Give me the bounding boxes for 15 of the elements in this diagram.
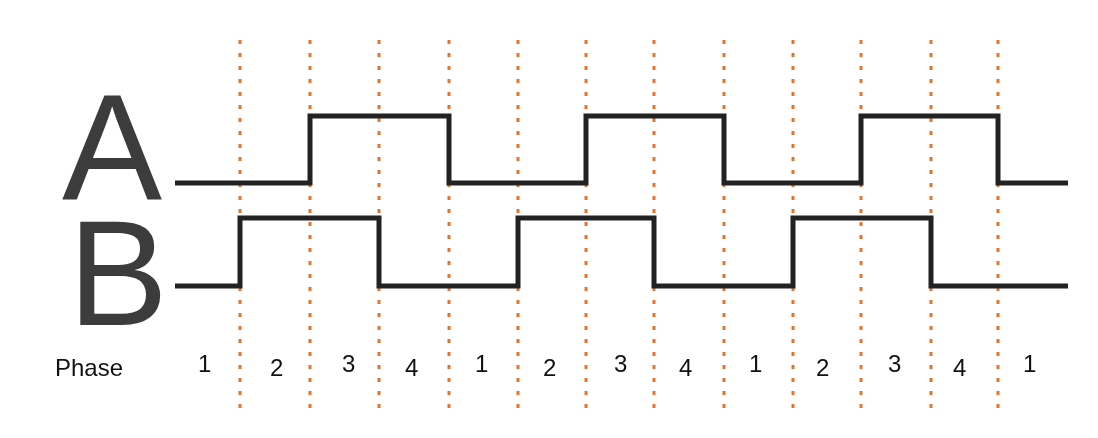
phase-number: 3 xyxy=(342,352,356,376)
phase-number: 4 xyxy=(405,356,419,380)
phase-number: 2 xyxy=(816,356,830,380)
phase-number: 1 xyxy=(475,352,489,376)
phase-number: 1 xyxy=(198,352,212,376)
phase-number: 2 xyxy=(543,356,557,380)
signal-name: A xyxy=(62,72,163,222)
phase-number: 1 xyxy=(1023,352,1037,376)
phase-number: 4 xyxy=(679,356,693,380)
phase-number: 4 xyxy=(953,356,967,380)
phase-number: 2 xyxy=(270,356,284,380)
axis-label: Phase xyxy=(55,356,124,380)
phase-number: 3 xyxy=(888,352,902,376)
phase-number: 3 xyxy=(614,352,628,376)
phase-number: 1 xyxy=(749,352,763,376)
